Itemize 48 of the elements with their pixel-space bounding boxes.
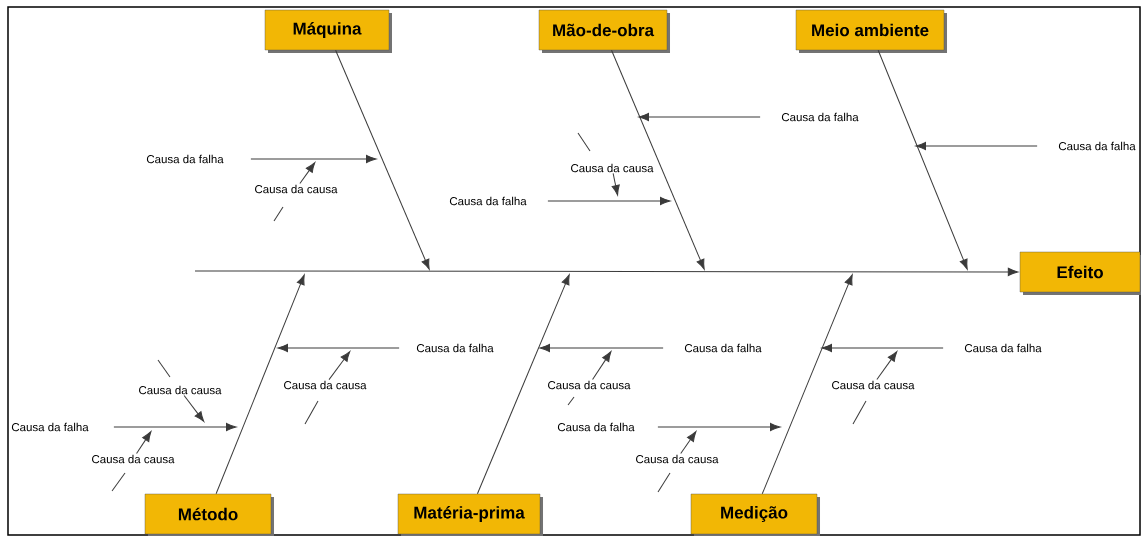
arrow bbox=[592, 351, 612, 381]
category-box: Mão-de-obra bbox=[538, 9, 670, 53]
cause-label: Causa da causa bbox=[636, 454, 719, 464]
cause-label: Causa da falha bbox=[416, 343, 494, 353]
arrow bbox=[476, 274, 570, 495]
category-box: Efeito bbox=[1019, 251, 1141, 295]
arrow bbox=[328, 351, 351, 381]
arrow bbox=[277, 343, 400, 353]
cause-label: Causa da falha bbox=[11, 422, 89, 432]
arrow bbox=[611, 172, 620, 196]
category-box: Máquina bbox=[264, 9, 392, 53]
cause-label: Causa da causa bbox=[255, 184, 338, 194]
arrow bbox=[539, 343, 664, 353]
arrow bbox=[657, 422, 781, 432]
arrow bbox=[547, 196, 671, 206]
cause-label: Causa da causa bbox=[832, 380, 915, 390]
arrow bbox=[136, 431, 152, 455]
arrow bbox=[876, 351, 898, 381]
cause-label: Causa da falha bbox=[449, 196, 527, 206]
arrow bbox=[183, 394, 205, 422]
cause-label: Causa da causa bbox=[284, 380, 367, 390]
category-box: Matéria-prima bbox=[397, 493, 543, 536]
arrow bbox=[194, 267, 1019, 277]
arrow bbox=[761, 274, 853, 495]
cause-label: Causa da falha bbox=[1058, 141, 1136, 151]
arrow bbox=[299, 162, 316, 185]
arrow bbox=[215, 274, 305, 495]
arrow bbox=[821, 343, 944, 353]
arrow bbox=[113, 422, 237, 432]
cause-label: Causa da falha bbox=[964, 343, 1042, 353]
cause-label: Causa da causa bbox=[139, 385, 222, 395]
cause-label: Causa da causa bbox=[571, 163, 654, 173]
arrow bbox=[250, 154, 377, 164]
cause-label: Causa da causa bbox=[548, 380, 631, 390]
category-box: Meio ambiente bbox=[795, 9, 947, 53]
arrow bbox=[335, 49, 430, 270]
arrow bbox=[611, 49, 705, 270]
cause-label: Causa da falha bbox=[684, 343, 762, 353]
arrow bbox=[680, 431, 697, 455]
category-box: Método bbox=[144, 493, 274, 536]
cause-label: Causa da falha bbox=[781, 112, 859, 122]
cause-label: Causa da falha bbox=[557, 422, 635, 432]
arrow bbox=[915, 141, 1038, 151]
cause-label: Causa da causa bbox=[92, 454, 175, 464]
arrow bbox=[877, 49, 968, 270]
category-box: Medição bbox=[690, 493, 820, 536]
arrow bbox=[638, 112, 761, 122]
cause-label: Causa da falha bbox=[146, 154, 224, 164]
